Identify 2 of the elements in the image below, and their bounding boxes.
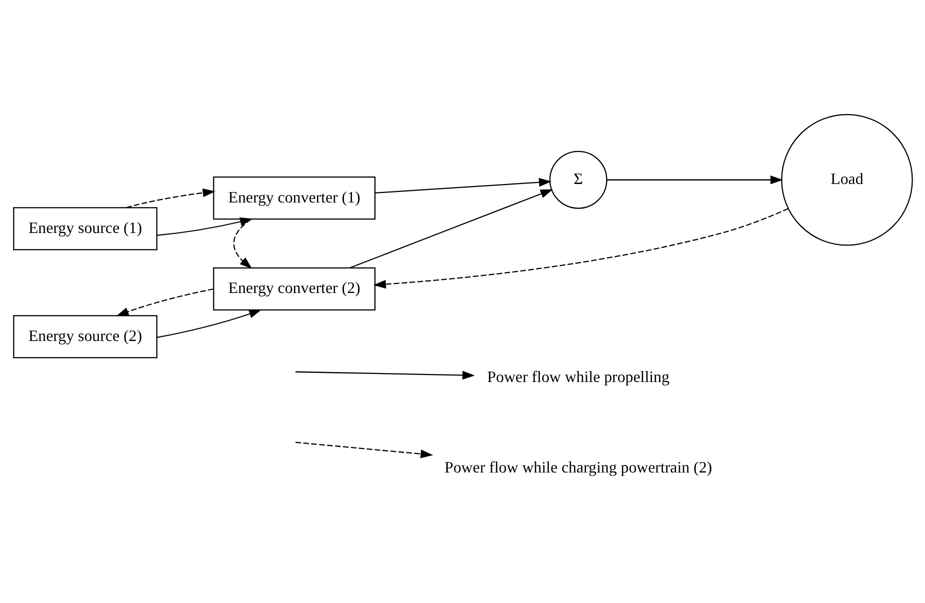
legend-label: Power flow while propelling [486, 368, 669, 386]
legend-label: Power flow while charging powertrain (2) [444, 459, 712, 476]
